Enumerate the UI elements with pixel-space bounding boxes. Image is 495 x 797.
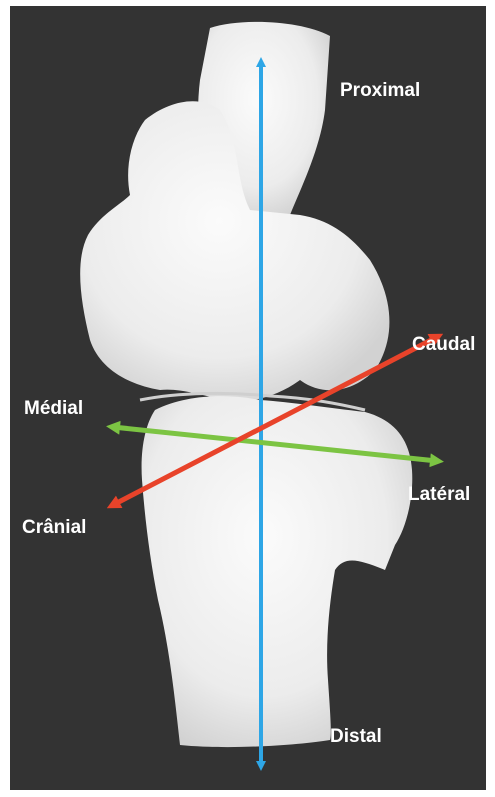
label-lateral: Latéral <box>408 484 470 505</box>
label-caudal: Caudal <box>412 334 475 355</box>
label-distal: Distal <box>330 726 382 747</box>
label-proximal: Proximal <box>340 80 420 101</box>
label-medial: Médial <box>24 398 83 419</box>
tibia <box>142 396 413 747</box>
label-cranial: Crânial <box>22 517 86 538</box>
